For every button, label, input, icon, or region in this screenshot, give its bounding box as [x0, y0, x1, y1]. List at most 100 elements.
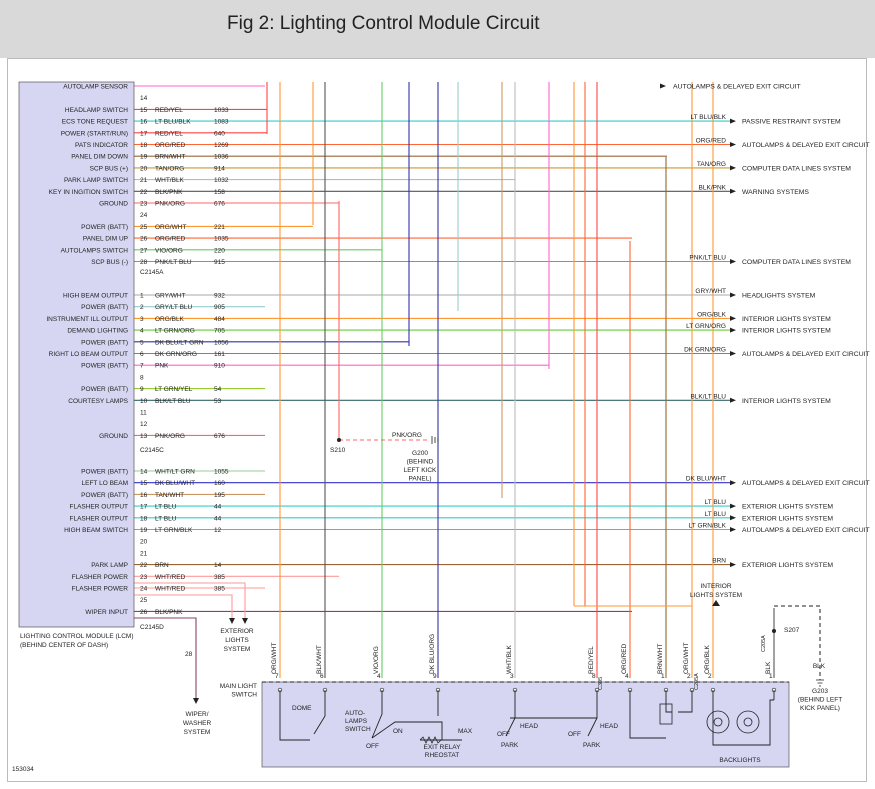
switch-pin-number: 7 — [275, 673, 279, 680]
pin-function-label: POWER (BATT) — [81, 304, 128, 311]
exterior-lights-label: EXTERIOR — [220, 628, 254, 635]
pin-number: 9 — [140, 386, 144, 393]
switch-internal-trace — [665, 690, 672, 713]
g200-label: G200 — [412, 450, 428, 457]
wire-color-label: TAN/WHT — [155, 492, 184, 499]
route-wire-label: ORG/RED — [696, 138, 727, 145]
circuit-number: 1083 — [214, 119, 229, 126]
switch-wire-label: ORG/RED — [621, 643, 628, 674]
connector-label: C2145C — [140, 447, 164, 454]
arrow-icon — [730, 562, 736, 568]
switch-pin-number: 1 — [769, 673, 773, 680]
pin-function-label: POWER (BATT) — [81, 469, 128, 476]
backlights-label: BACKLIGHTS — [719, 757, 761, 764]
pin-number: 28 — [140, 259, 148, 266]
wire-color-label: BLK/PNK — [155, 609, 183, 616]
destination-label: EXTERIOR LIGHTS SYSTEM — [742, 515, 833, 522]
arrow-icon — [730, 165, 736, 171]
pin-function-label: PARK LAMP — [91, 562, 128, 569]
on-label: ON — [393, 728, 403, 735]
backlight-filament-icon — [743, 717, 753, 727]
backlight-bulb-icon — [706, 710, 730, 734]
switch-pin-number: 2 — [687, 673, 691, 680]
arrow-icon — [730, 292, 736, 298]
pin-function-label: DEMAND LIGHTING — [67, 328, 128, 335]
wire-layer — [134, 82, 821, 698]
switch-title-label: SWITCH — [231, 692, 257, 699]
interior-lights-label: LIGHTS SYSTEM — [690, 592, 742, 599]
pin-function-label: HEADLAMP SWITCH — [65, 107, 128, 114]
switch-internal-trace — [279, 690, 310, 741]
arrow-icon — [730, 503, 736, 509]
s210-label: S210 — [330, 447, 346, 454]
destination-label: EXTERIOR LIGHTS SYSTEM — [742, 562, 833, 569]
pin-number: 7 — [140, 363, 144, 370]
circuit-number: 676 — [214, 201, 225, 208]
switch-wire-label: WHT/BLK — [506, 644, 513, 674]
route-wire-label: LT BLU/BLK — [690, 114, 726, 121]
switch-pin-number: 4 — [377, 673, 381, 680]
pin-function-label: PARK LAMP SWITCH — [64, 177, 128, 184]
wire-color-label: BRN — [155, 562, 169, 569]
route-wire-label: BRN — [712, 558, 726, 565]
arrow-icon — [730, 480, 736, 486]
head-label: HEAD — [600, 723, 618, 730]
off-label: OFF — [497, 731, 510, 738]
circuit-number: 1056 — [214, 339, 229, 346]
head-label: HEAD — [520, 723, 538, 730]
switch-wire-label: VIO/ORG — [373, 646, 380, 674]
route-wire-label: DK BLU/WHT — [686, 476, 726, 483]
wiper-label: SYSTEM — [184, 729, 211, 736]
route-wire-label: PNK/LT BLU — [689, 255, 726, 262]
switch-box — [261, 681, 790, 768]
g203-label: G203 — [812, 688, 828, 695]
pin-number: 14 — [140, 95, 148, 102]
wire-color-label: WHT/BLK — [155, 177, 185, 184]
destination-label: INTERIOR LIGHTS SYSTEM — [742, 398, 831, 405]
route-wire-label: LT GRN/ORG — [686, 323, 726, 330]
wire-color-label: BRN/WHT — [155, 154, 185, 161]
wire-color-label: PNK/ORG — [392, 432, 422, 439]
circuit-number: 220 — [214, 247, 225, 254]
g200-label: PANEL) — [409, 476, 432, 483]
circuit-number: 160 — [214, 480, 225, 487]
route-wire-label: LT BLU — [705, 511, 727, 518]
pin-row-A-24: 24 — [140, 212, 148, 219]
switch-title-label: MAIN LIGHT — [220, 683, 257, 690]
arrow-icon — [730, 351, 736, 356]
connector-label: C2145A — [140, 269, 164, 276]
module-label: (BEHIND CENTER OF DASH) — [20, 642, 108, 649]
wire-color-label: PNK/ORG — [155, 433, 185, 440]
circuit-number: 53 — [214, 398, 222, 405]
arrow-icon — [730, 118, 736, 124]
pin-number: 20 — [140, 165, 148, 172]
wire-color-label: BLK/PNK — [155, 189, 183, 196]
pin-number: 14 — [140, 469, 148, 476]
switch-internal-trace — [371, 690, 383, 739]
wire-color-label: ORG/BLK — [155, 316, 185, 323]
rheostat-symbol — [659, 703, 673, 725]
pin-function-label: LEFT LO BEAM — [82, 480, 128, 487]
pin-number: 11 — [140, 410, 147, 417]
wire-color-label: WHT/RED — [155, 574, 186, 581]
route-wire-label: LT GRN/BLK — [689, 523, 727, 530]
wire-color-label: LT GRN/YEL — [155, 386, 193, 393]
wire-color-label: DK BLU/LT GRN — [155, 339, 204, 346]
pin-row-C-12: 12 — [140, 421, 148, 428]
arrow-icon — [730, 142, 736, 147]
pin-number: 19 — [140, 527, 148, 534]
